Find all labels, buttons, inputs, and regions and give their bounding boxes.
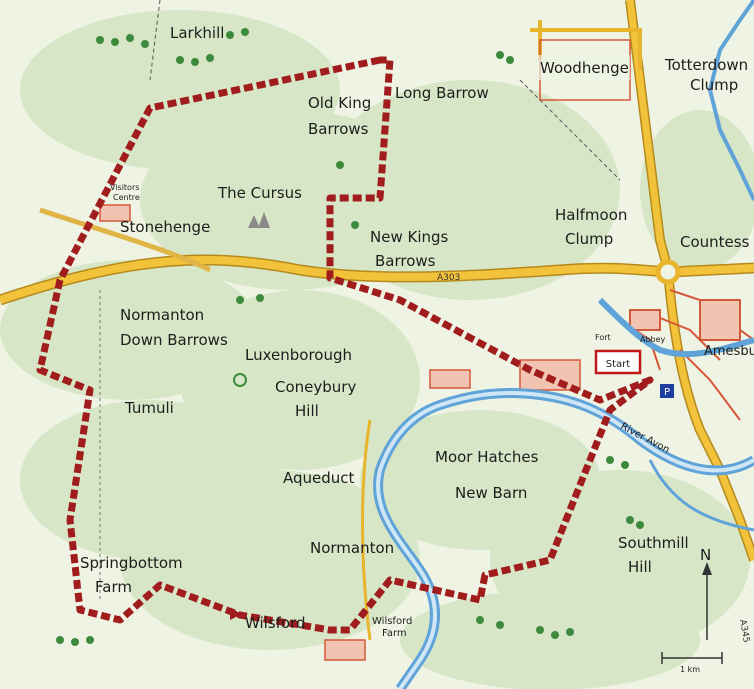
label-a303: A303 [437,273,460,283]
label-centre: Centre [113,193,140,202]
compass-arrow-head [702,562,712,575]
label-visitors: Visitors [110,183,139,192]
label-halfmoon-clump: Clump [565,230,613,248]
label-the-cursus: The Cursus [217,184,302,202]
walking-route[interactable] [36,56,654,634]
river-north [707,0,754,201]
label-old-king-barrows: Barrows [308,120,369,138]
label-woodhenge: Woodhenge [540,59,629,77]
label-springbottom: Springbottom [80,554,183,572]
scale-label: 1 km [680,665,700,674]
label-down-barrows: Down Barrows [120,331,228,349]
label-a345: A345 [737,619,751,644]
tree-symbols [56,28,644,646]
label-aqueduct: Aqueduct [283,469,355,487]
label-new-kings-barrows: Barrows [375,252,436,270]
label-abbey: Abbey [640,335,666,344]
a303-road [0,256,754,304]
label-wilsford: Wilsford [245,614,306,632]
label-larkhill: Larkhill [170,24,224,42]
label-moor-hatches: Moor Hatches [435,448,539,466]
settlements [99,39,631,661]
roundabout [655,259,681,285]
label-long-barrow: Long Barrow [395,84,489,102]
woodhenge-label-bg [535,55,630,80]
label-southmill: Southmill [618,534,689,552]
start-label: Start [606,359,631,370]
river-avon-highlight [376,391,754,689]
old-railway [519,79,621,181]
label-normanton: Normanton [310,539,394,557]
route-direction-arrow [230,608,242,620]
stones-icon [248,212,270,228]
label-halfmoon: Halfmoon [555,206,627,224]
label-southmill-hill: Hill [628,558,652,576]
minor-road-west [39,207,212,273]
label-new-barn: New Barn [455,484,527,502]
label-coneybury-hill: Hill [295,402,319,420]
label-new-kings: New Kings [370,228,449,246]
label-coneybury: Coneybury [275,378,356,396]
label-stonehenge: Stonehenge [120,218,210,236]
label-wilsford-farm-2: Farm [382,628,407,639]
label-totterdown-clump: Clump [690,76,738,94]
label-totterdown: Totterdown [664,56,748,74]
label-tumuli: Tumuli [124,399,174,417]
label-normanton-down: Normanton [120,306,204,324]
start-marker[interactable] [594,349,642,375]
label-amesbury: Amesbu [704,344,754,359]
field-areas [0,10,754,689]
label-old-king: Old King [308,94,371,112]
parking-label: P [664,387,670,398]
river-branch [648,459,754,532]
a345-road [626,0,754,562]
label-fort: Fort [595,333,611,342]
label-luxenborough: Luxenborough [245,346,352,364]
compass-north: N [700,546,711,564]
label-wilsford-farm: Wilsford [372,616,412,627]
river-amesbury [597,297,754,358]
label-springbottom-farm: Farm [95,578,132,596]
label-countess: Countess [680,233,750,251]
parking-icon [660,384,674,398]
